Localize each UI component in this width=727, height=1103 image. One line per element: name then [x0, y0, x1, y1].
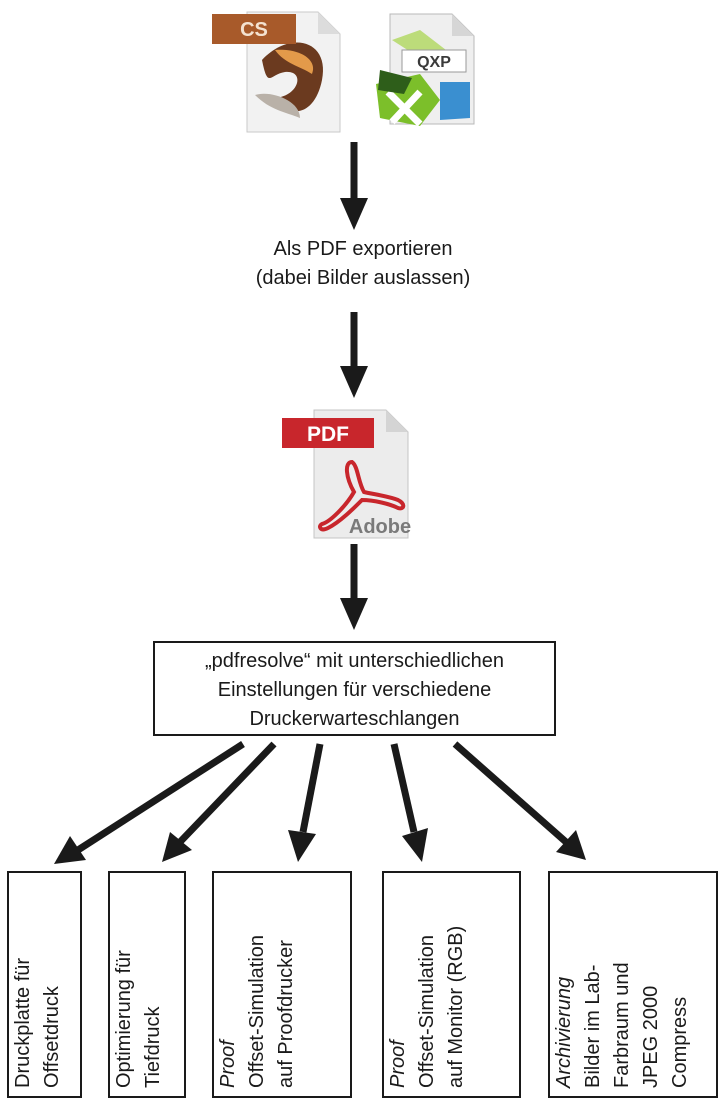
qxp-document-icon: QXP [376, 13, 475, 127]
export-step-label: Als PDF exportieren (dabei Bilder auslas… [163, 235, 563, 293]
arrow-to-output-1 [54, 741, 245, 864]
output-box-proof-monitor: Proof Offset-Simulation auf Monitor (RGB… [382, 871, 521, 1098]
svg-text:Adobe: Adobe [349, 516, 411, 538]
output-4-line-2: auf Monitor (RGB) [445, 925, 467, 1088]
output-3-line-2: auf Proofdrucker [275, 940, 297, 1088]
process-line-1: „pdfresolve“ mit unterschiedlichen [204, 650, 505, 672]
process-line-2: Einstellungen für verschiedene [217, 679, 492, 701]
output-2-line-2: Tiefdruck [142, 1006, 164, 1088]
arrow-to-output-4 [390, 743, 428, 862]
pdfresolve-process-box: „pdfresolve“ mit unterschiedlichen Einst… [153, 641, 556, 736]
output-box-gravure: Optimierung für Tiefdruck [108, 871, 186, 1098]
output-4-line-1: Offset-Simulation [416, 934, 438, 1088]
cs-document-icon: CS [212, 11, 341, 133]
pdf-document-icon: PDF Adobe [282, 409, 411, 539]
output-5-line-2: Farbraum und [611, 962, 633, 1088]
output-3-tag: Proof [217, 1040, 239, 1088]
arrow-export-to-pdf [340, 312, 368, 398]
output-3-line-1: Offset-Simulation [246, 934, 268, 1088]
export-step-line-2: (dabei Bilder auslassen) [255, 267, 471, 289]
output-1-line-2: Offsetdruck [41, 986, 63, 1088]
output-5-line-3: JPEG 2000 [640, 985, 662, 1088]
arrow-to-output-2 [162, 741, 277, 862]
output-1-line-1: Druckplatte für [12, 957, 34, 1088]
output-5-line-4: Compress [669, 996, 691, 1088]
output-4-tag: Proof [387, 1040, 409, 1088]
output-box-archiving: Archivierung Bilder im Lab- Farbraum und… [548, 871, 718, 1098]
svg-text:QXP: QXP [417, 54, 451, 71]
arrow-icon-to-export [340, 142, 368, 230]
process-line-3: Druckerwarteschlangen [249, 708, 460, 730]
output-2-line-1: Optimierung für [113, 950, 135, 1088]
output-5-line-1: Bilder im Lab- [582, 964, 604, 1088]
output-5-tag: Archivierung [553, 976, 575, 1088]
export-step-line-1: Als PDF exportieren [273, 238, 453, 260]
output-box-proof-printer: Proof Offset-Simulation auf Proofdrucker [212, 871, 352, 1098]
pdf-badge [282, 418, 374, 448]
svg-text:PDF: PDF [307, 423, 349, 446]
arrow-to-output-3 [288, 743, 324, 862]
arrow-to-output-5 [452, 741, 586, 860]
arrow-pdf-to-process [340, 544, 368, 630]
svg-text:CS: CS [240, 19, 268, 41]
cs-badge [212, 14, 296, 44]
output-box-offset-plate: Druckplatte für Offsetdruck [7, 871, 82, 1098]
